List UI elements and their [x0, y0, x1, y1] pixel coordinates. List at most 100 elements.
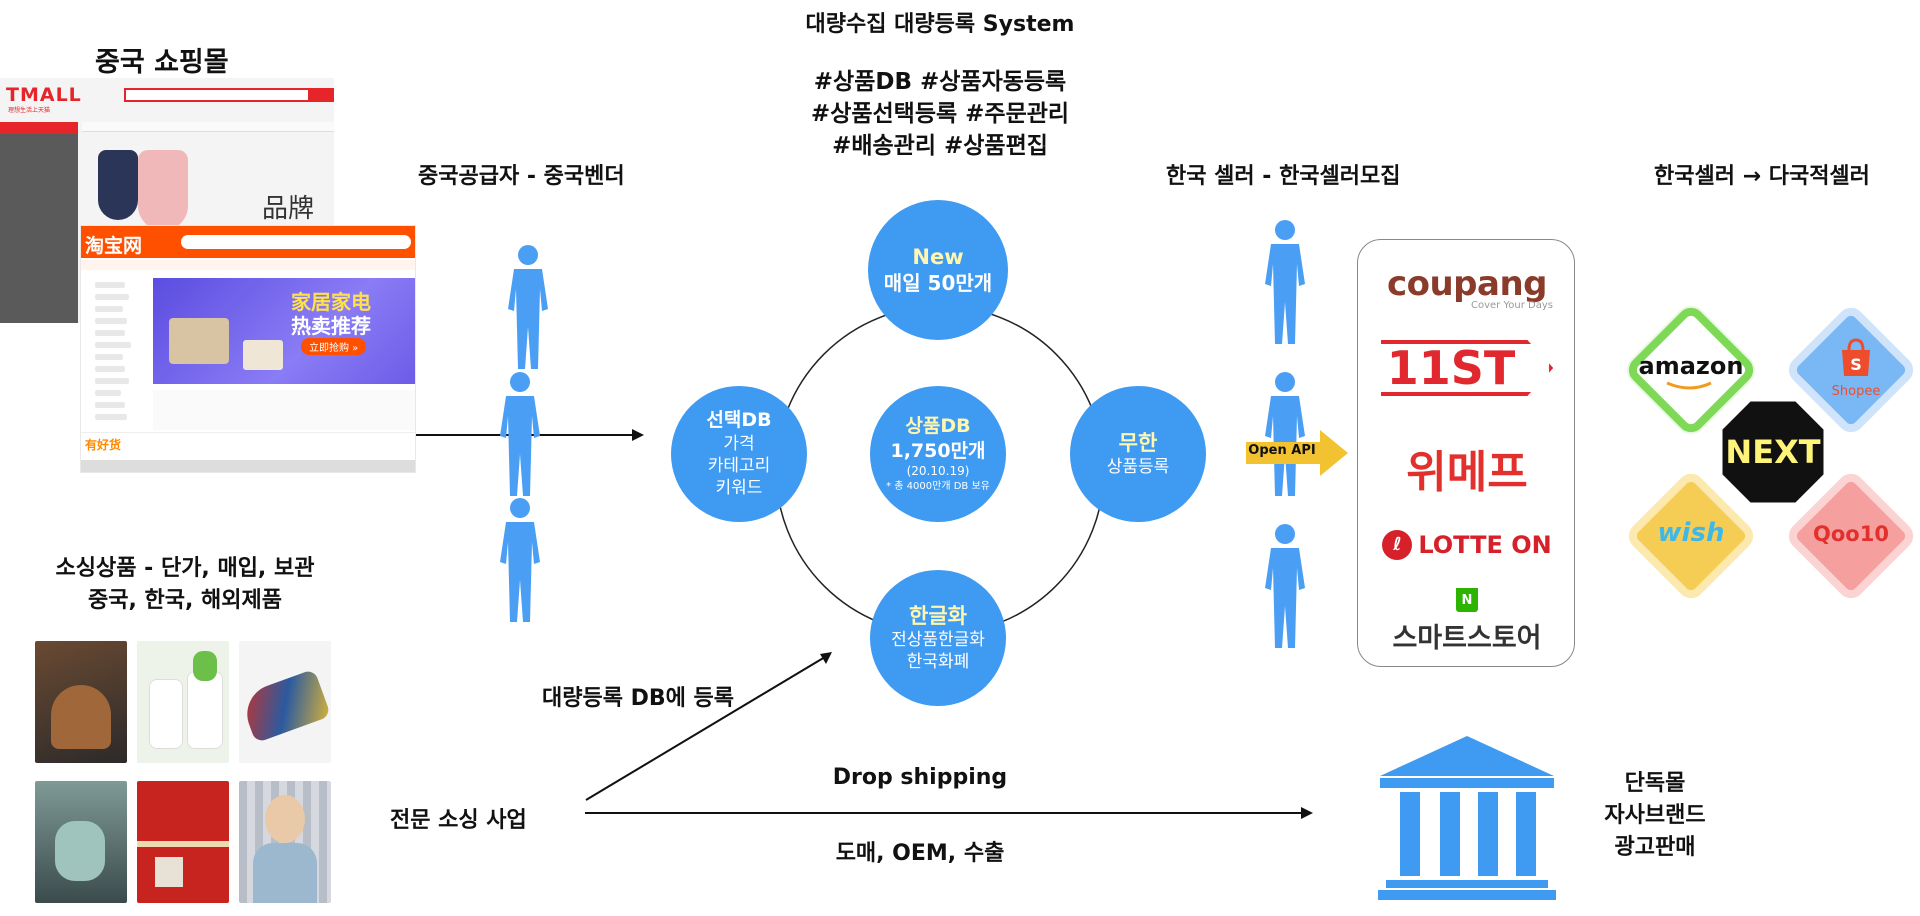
- taobao-screenshot: 淘宝网 家居家电 热卖推荐 立即抢购 » 有好货: [80, 225, 416, 473]
- coupang-logo[interactable]: coupang Cover Your Days: [1358, 264, 1576, 311]
- taobao-promo-banner[interactable]: 家居家电 热卖推荐 立即抢购 »: [153, 278, 415, 384]
- appliance-image: [243, 340, 283, 370]
- seller-person-1-icon: [1265, 220, 1305, 344]
- brand-sales-text: 단독몰 자사브랜드 광고판매: [1580, 768, 1730, 864]
- source-to-db-arrow: [585, 652, 832, 801]
- product-photo-model: [239, 781, 331, 903]
- supplier-person-1-icon: [508, 245, 548, 369]
- product-photo-diffuser: [35, 641, 127, 763]
- sourcing-title-line1: 소싱상품 - 단가, 매입, 보관: [55, 556, 315, 581]
- china-mall-title: 중국 쇼핑몰: [95, 47, 229, 78]
- naver-bag-icon: N: [1456, 588, 1478, 612]
- shopee-bag-icon: S: [1842, 338, 1870, 376]
- source-business-label: 전문 소싱 사업: [390, 808, 527, 833]
- circle-localization-title: 한글화: [909, 603, 967, 628]
- product-photo-scooter: [35, 781, 127, 903]
- svg-text:S: S: [1850, 355, 1862, 374]
- circle-new-daily: New 매일 50만개: [868, 200, 1008, 340]
- circle-localization-translate: 전상품한글화: [891, 630, 985, 651]
- supplier-title: 중국공급자 - 중국벤더: [418, 164, 625, 189]
- circle-unlimited-register: 상품등록: [1106, 457, 1170, 478]
- circle-select-price: 가격: [723, 433, 755, 454]
- shopee-label: Shopee: [1831, 384, 1881, 399]
- taobao-footer-label: 有好货: [85, 438, 122, 452]
- lotteon-mark-icon: ℓ: [1382, 530, 1413, 560]
- brand-line-1: 단독몰: [1624, 771, 1686, 796]
- wish-label: wish: [1657, 518, 1725, 548]
- 11st-logo[interactable]: 11ST: [1358, 340, 1576, 396]
- register-db-label: 대량등록 DB에 등록: [542, 686, 735, 711]
- taobao-product-strip: [81, 460, 415, 472]
- taobao-category-list: [81, 276, 149, 426]
- brand-building-icon: [1378, 736, 1556, 900]
- smartstore-logo[interactable]: N 스마트스토어: [1358, 588, 1576, 655]
- circle-product-count: 1,750만개: [890, 440, 986, 463]
- system-title: 대량수집 대량등록 System: [805, 12, 1075, 37]
- next-label: NEXT: [1725, 433, 1821, 471]
- global-seller-title: 한국셀러 → 다국적셀러: [1654, 164, 1870, 189]
- open-api-label: Open API: [1248, 443, 1316, 458]
- circle-unlimited-title: 무한: [1118, 430, 1158, 455]
- taobao-logo: 淘宝网: [85, 235, 143, 257]
- taobao-notice-row: [153, 390, 415, 430]
- circle-select-category: 카테고리: [707, 455, 771, 476]
- sourcing-title-line2: 중국, 한국, 해외제품: [88, 588, 282, 613]
- system-tags: #상품DB #상품자동등록 #상품선택등록 #주문관리 #배송관리 #상품편집: [740, 66, 1140, 162]
- circle-localization-currency: 한국화폐: [906, 652, 970, 673]
- lotteon-wordmark: LOTTE ON: [1418, 531, 1552, 559]
- taobao-banner-button[interactable]: 立即抢购 »: [301, 338, 367, 355]
- coupang-tagline: Cover Your Days: [1471, 300, 1553, 311]
- wemakeprice-logo[interactable]: 위메프: [1406, 447, 1528, 498]
- tmall-search-input[interactable]: [124, 88, 310, 102]
- tmall-screenshot: TMALL 理想生活上天猫 品牌盛: [0, 78, 334, 323]
- tags-line-2: #상품선택등록 #주문관리: [810, 101, 1070, 127]
- brand-line-2: 자사브랜드: [1604, 803, 1706, 828]
- open-api-arrow-icon: [1246, 430, 1348, 476]
- seller-person-3-icon: [1265, 524, 1305, 648]
- taobao-banner-line2: 热卖推荐: [291, 314, 371, 338]
- product-photo-sneakers: [239, 641, 331, 763]
- product-photo-shelf: [137, 781, 229, 903]
- wholesale-label: 도매, OEM, 수출: [835, 841, 1005, 866]
- tmall-search-button[interactable]: [310, 88, 334, 102]
- amazon-smile-icon: [1666, 381, 1712, 390]
- tmall-nav-bar: [82, 122, 334, 132]
- coupang-wordmark: coupang: [1386, 264, 1548, 304]
- dropship-arrow: [585, 807, 1313, 819]
- tmall-logo: TMALL: [6, 84, 82, 106]
- amazon-label: amazon: [1638, 352, 1744, 380]
- next-octagon-badge: [1719, 398, 1827, 506]
- tmall-dress-dark-image: [98, 150, 138, 220]
- circle-unlimited: 무한 상품등록: [1070, 386, 1206, 522]
- supplier-person-2-icon: [500, 372, 540, 496]
- smartstore-wordmark: 스마트스토어: [1392, 623, 1542, 654]
- taobao-subnav: [81, 260, 415, 270]
- sourcing-title: 소싱상품 - 단가, 매입, 보관 중국, 한국, 해외제품: [40, 553, 330, 617]
- circle-product-total: * 총 4000만개 DB 보유: [886, 480, 990, 492]
- tmall-category-menu: [0, 122, 78, 323]
- taobao-banner-line1: 家居家电: [291, 290, 371, 314]
- circle-new-count: 매일 50만개: [883, 271, 993, 296]
- supplier-person-3-icon: [500, 498, 540, 622]
- tags-line-3: #배송관리 #상품편집: [832, 133, 1048, 159]
- circle-localization: 한글화 전상품한글화 한국화폐: [870, 570, 1006, 706]
- circle-product-title: 상품DB: [905, 415, 971, 438]
- taobao-search-input[interactable]: [181, 235, 411, 249]
- circle-select-db: 선택DB 가격 카테고리 키워드: [671, 386, 807, 522]
- drop-shipping-label: Drop shipping: [832, 765, 1008, 790]
- seller-title: 한국 셀러 - 한국셀러모집: [1166, 164, 1401, 189]
- product-photo-cactus-humidifier: [137, 641, 229, 763]
- circle-product-date: (20.10.19): [906, 463, 970, 478]
- circle-select-keyword: 키워드: [715, 477, 763, 498]
- circle-product-db: 상품DB 1,750만개 (20.10.19) * 총 4000만개 DB 보유: [870, 386, 1006, 522]
- circle-select-title: 선택DB: [706, 408, 772, 431]
- tmall-dress-pink-image: [138, 150, 188, 230]
- circle-new-title: New: [912, 244, 964, 269]
- furniture-image: [169, 318, 229, 364]
- 11st-wordmark: 11ST: [1380, 340, 1554, 396]
- brand-line-3: 광고판매: [1614, 835, 1696, 860]
- tags-line-1: #상품DB #상품자동등록: [813, 69, 1067, 95]
- tmall-slogan: 理想生活上天猫: [8, 107, 51, 114]
